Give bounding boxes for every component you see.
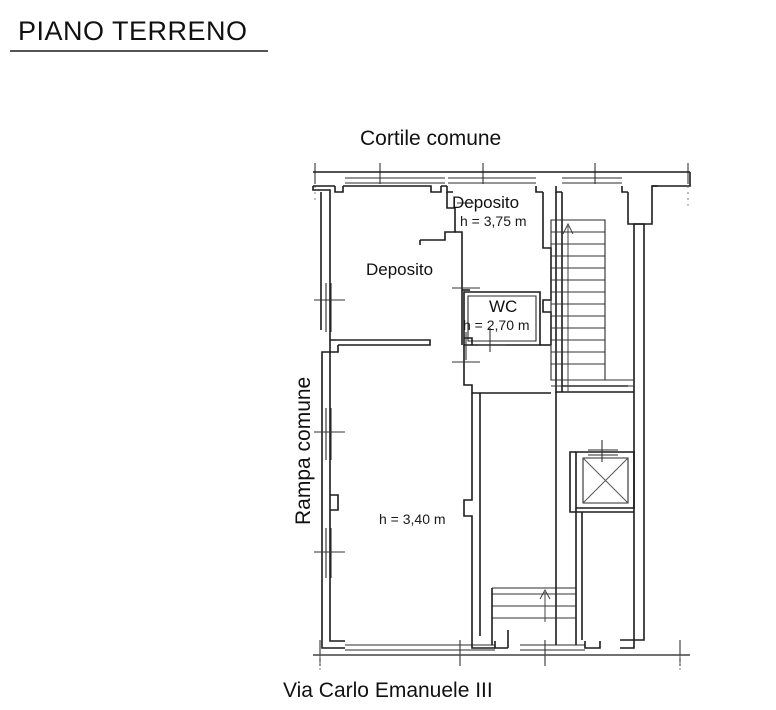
room-label-wc: WC [489,297,517,316]
room-label-deposito-main: Deposito [366,260,433,279]
staircase-lower [491,587,576,645]
room-label-deposito-small: Deposito [452,193,519,212]
interior-partition-wall [463,393,495,649]
height-label-wc: h = 2,70 m [463,317,530,333]
left-wall-openings [314,283,345,578]
label-cortile-comune: Cortile comune [360,127,501,150]
building-envelope-walls [312,172,691,656]
height-label-negozio: h = 3,40 m [379,511,446,527]
staircase-up [550,219,634,392]
room-deposito-main [330,339,431,346]
section-tick-marks [319,202,681,672]
page-title: PIANO TERRENO [18,16,248,46]
label-rampa-comune: Rampa comune [292,377,315,525]
room-wc [463,291,551,394]
title-underline-rule [10,50,268,52]
height-label-deposito-small: h = 3,75 m [460,213,527,229]
top-exterior-wall [313,171,690,193]
elevator-shaft [569,440,635,645]
label-via-carlo-emanuele: Via Carlo Emanuele III [283,679,493,702]
